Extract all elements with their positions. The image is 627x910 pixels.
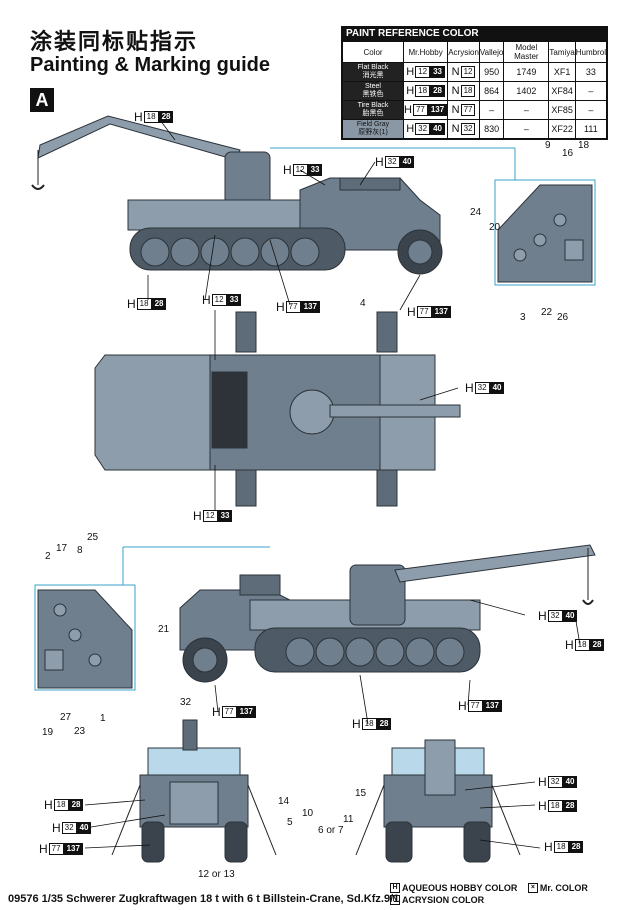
- tamiya-cell: XF22: [548, 119, 576, 139]
- part-number: 18: [578, 140, 590, 151]
- part-number: 15: [355, 788, 367, 799]
- part-number: 24: [470, 207, 482, 218]
- part-number: 22: [541, 307, 553, 318]
- title-chinese: 涂装同标贴指示: [30, 29, 199, 54]
- part-number: 14: [278, 796, 290, 807]
- part-number: 23: [74, 726, 86, 737]
- part-number: 2: [45, 551, 51, 562]
- part-number: 3: [520, 312, 526, 323]
- product-caption: 09576 1/35 Schwerer Zugkraftwagen 18 t w…: [8, 893, 400, 905]
- paint-reference-table: PAINT REFERENCE COLOR Color Mr.Hobby Acr…: [341, 26, 608, 140]
- legend-h-icon: H: [390, 883, 400, 893]
- part-number: 12 or 13: [198, 869, 235, 880]
- humbrol-cell: 33: [574, 62, 608, 82]
- part-number: 11: [343, 814, 354, 825]
- detail-view-dashboard-1: [270, 147, 596, 286]
- part-number: 17: [56, 543, 68, 554]
- part-number: 9: [545, 140, 551, 151]
- vallejo-cell: 830: [478, 119, 505, 139]
- vallejo-cell: 864: [478, 81, 505, 101]
- part-number: 4: [360, 298, 366, 309]
- part-number: 19: [42, 727, 54, 738]
- rear-view: [355, 739, 521, 863]
- legend-x-icon: ×: [527, 883, 538, 893]
- part-number: 6 or 7: [318, 825, 344, 836]
- part-number: 32: [180, 697, 192, 708]
- humbrol-cell: 111: [574, 119, 608, 139]
- part-number: 20: [489, 222, 501, 233]
- part-number: 10: [302, 808, 314, 819]
- top-view: [94, 311, 461, 507]
- part-number: 16: [562, 148, 574, 159]
- part-number: 5: [287, 817, 293, 828]
- legend-mr-color: ×Mr. COLOR: [527, 883, 588, 893]
- front-view: [111, 719, 277, 863]
- paint-table-title: PAINT REFERENCE COLOR: [342, 27, 607, 41]
- side-view-left: [31, 115, 443, 275]
- part-number: 27: [60, 712, 72, 723]
- part-number: 26: [557, 312, 569, 323]
- detail-view-dashboard-2: [34, 546, 270, 691]
- part-number: 8: [77, 545, 83, 556]
- title-english: Painting & Marking guide: [30, 54, 271, 76]
- section-badge: A: [30, 88, 54, 112]
- side-view-right: [179, 544, 596, 683]
- legend-n-icon: N: [390, 895, 400, 905]
- part-number: 25: [87, 532, 99, 543]
- part-number: 1: [100, 713, 106, 724]
- part-number: 21: [158, 624, 170, 635]
